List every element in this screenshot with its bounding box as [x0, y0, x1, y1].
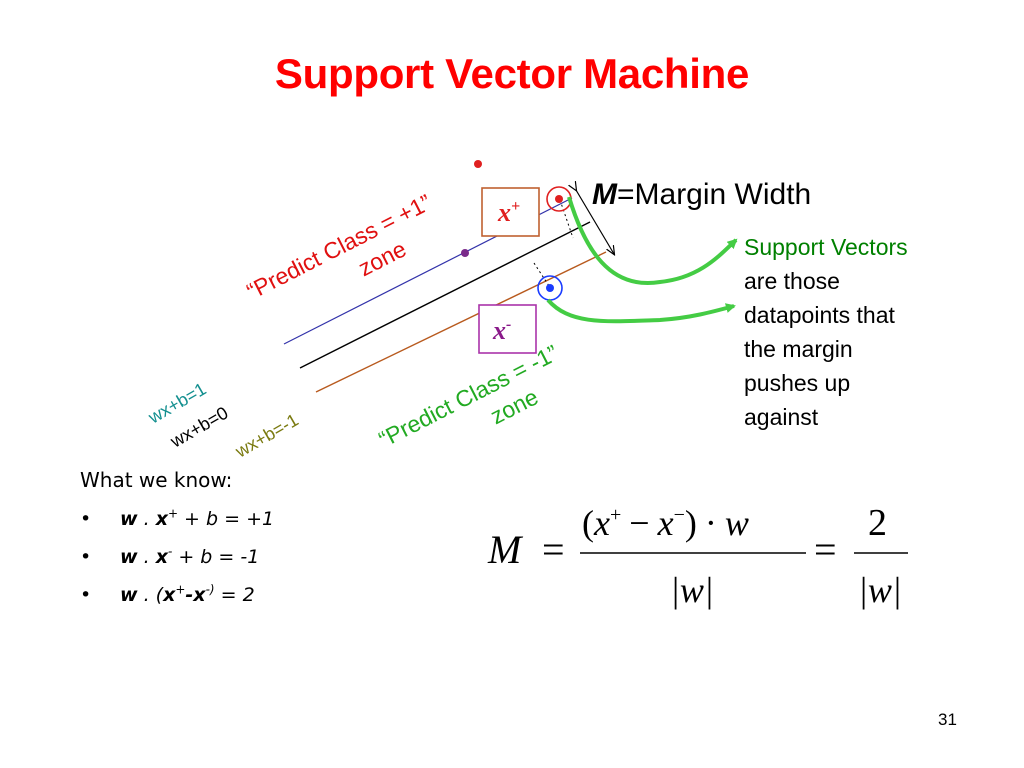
sv-heading: Support Vectors [744, 234, 908, 260]
plus-point [474, 160, 482, 168]
margin-formula: M = (x+−x−)·w |w| = 2 |w| [487, 502, 908, 610]
plus-support-vector [555, 195, 563, 203]
page-number: 31 [938, 710, 957, 729]
sv-line-5: against [744, 404, 819, 430]
margin-arrow [576, 190, 614, 254]
slide-title: Support Vector Machine [274, 50, 750, 97]
what-we-know-heading: What we know: [80, 468, 233, 492]
formula-denominator-2: |w| [858, 570, 902, 610]
minus-support-vector [546, 284, 554, 292]
formula-numerator: (x+−x−)·w [582, 503, 749, 543]
x-minus-label: x- [492, 316, 511, 345]
x-minus-box [478, 304, 537, 354]
margin-width-label: M=Margin Width [592, 178, 811, 212]
what-we-know-list: •w . x+ + b = +1 •w . x- + b = -1 •w . (… [80, 506, 274, 620]
formula-two: 2 [868, 502, 887, 544]
margin-symbol: M [592, 178, 617, 211]
know-item-1: •w . x+ + b = +1 [80, 506, 275, 530]
minus-plane-line [315, 251, 607, 393]
formula-denominator: |w| [670, 570, 714, 610]
sv-line-1: are those [744, 268, 840, 294]
x-plus-box [481, 187, 540, 237]
know-item-3: •w . (x+-x-) = 2 [80, 582, 255, 606]
know-item-2: •w . x- + b = -1 [80, 544, 260, 568]
decision-boundary-line [299, 221, 591, 369]
dotted-perp-plus [559, 199, 574, 239]
formula-lhs: M [487, 527, 524, 572]
sv-arrow-lower [546, 298, 736, 324]
minus-plane-label: wx+b=-1 [231, 410, 302, 462]
plus-zone-label: “Predict Class = +1” [242, 189, 435, 304]
sv-line-3: the margin [744, 336, 853, 362]
margin-text: =Margin Width [617, 178, 812, 211]
support-vectors-note: Support Vectors are those datapoints tha… [744, 230, 984, 434]
margin-point [461, 249, 469, 257]
formula-eq-2: = [814, 527, 837, 572]
plus-zone-label-group: “Predict Class = +1” zone [242, 189, 435, 304]
formula-eq-1: = [542, 527, 565, 572]
x-plus-label: x+ [497, 198, 520, 227]
sv-line-2: datapoints that [744, 302, 895, 328]
minus-zone-label-group: “Predict Class = -1” zone [374, 340, 562, 453]
sv-arrow-upper [567, 196, 738, 286]
sv-line-4: pushes up [744, 370, 851, 396]
